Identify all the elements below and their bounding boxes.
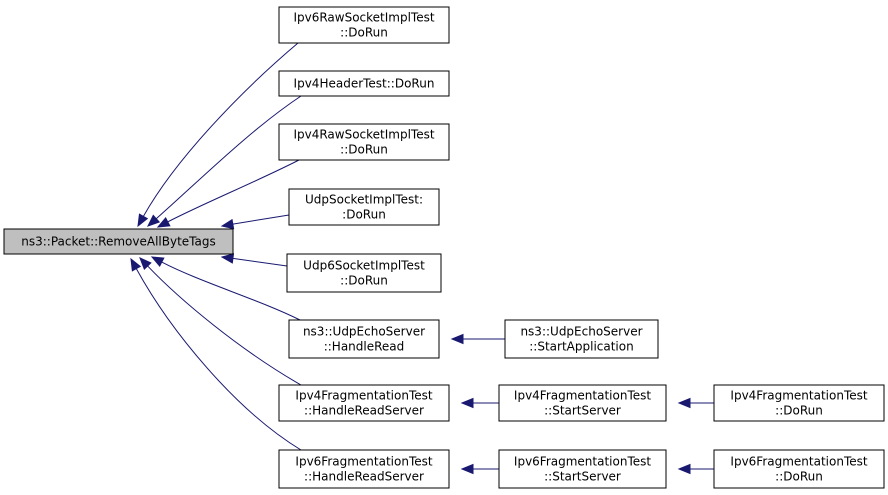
node-label: Ipv4FragmentationTest: [514, 389, 651, 403]
node-box: [504, 319, 659, 359]
node-label: Ipv6FragmentationTest: [295, 455, 432, 469]
edge-n9-to-n8: [460, 397, 499, 409]
function-node[interactable]: Ipv4FragmentationTest::StartServer: [498, 384, 667, 422]
node-box: [278, 123, 450, 161]
node-label: ::HandleReadServer: [304, 470, 424, 484]
function-node[interactable]: Ipv6FragmentationTest::DoRun: [713, 449, 885, 489]
edge-line: [135, 268, 302, 451]
node-label: :DoRun: [342, 208, 386, 222]
function-node[interactable]: Ipv4FragmentationTest::DoRun: [713, 384, 885, 422]
node-box: [278, 6, 450, 44]
node-box: [713, 449, 885, 489]
node-box: [288, 188, 440, 226]
arrowhead-icon: [147, 214, 161, 227]
node-box: [278, 70, 450, 97]
node-label: Ipv4RawSocketImplTest: [293, 128, 434, 142]
function-node[interactable]: Ipv6RawSocketImplTest::DoRun: [278, 6, 450, 44]
edge-line: [167, 159, 300, 223]
edge-n2-to-root: [147, 95, 302, 227]
function-node[interactable]: Ipv6FragmentationTest::HandleReadServer: [278, 449, 450, 489]
node-label: Ipv6FragmentationTest: [730, 455, 867, 469]
node-label: Udp6SocketImplTest: [303, 259, 425, 273]
edge-n7-to-n6: [450, 333, 505, 345]
edge-line: [161, 261, 301, 321]
node-box: [286, 253, 442, 293]
arrowhead-icon: [460, 397, 474, 409]
edge-line: [232, 214, 290, 225]
edge-n1-to-root: [137, 42, 299, 228]
node-label: Ipv4FragmentationTest: [295, 389, 432, 403]
node-label: ::StartApplication: [529, 340, 633, 354]
node-label: ::DoRun: [775, 470, 823, 484]
edge-n13-to-n12: [677, 463, 714, 475]
arrowhead-icon: [677, 463, 691, 475]
node-label: ::HandleReadServer: [304, 404, 424, 418]
node-label: ns3::UdpEchoServer: [520, 325, 642, 339]
function-node[interactable]: ns3::UdpEchoServer::StartApplication: [504, 319, 659, 359]
node-box: [278, 449, 450, 489]
node-label: ::DoRun: [775, 404, 823, 418]
node-label: ::DoRun: [340, 26, 388, 40]
arrowhead-icon: [139, 257, 152, 270]
node-box: [288, 319, 440, 359]
edge-line: [147, 265, 302, 386]
arrowhead-icon: [220, 253, 235, 264]
node-label: ::DoRun: [340, 274, 388, 288]
edge-n8-to-root: [139, 257, 302, 386]
edge-n12-to-n11: [460, 463, 499, 475]
edge-line: [142, 42, 299, 217]
edge-n4-to-root: [220, 214, 290, 230]
node-label: Ipv4FragmentationTest: [730, 389, 867, 403]
function-node[interactable]: UdpSocketImplTest::DoRun: [288, 188, 440, 226]
function-node[interactable]: Ipv4HeaderTest::DoRun: [278, 70, 450, 97]
edge-n3-to-root: [156, 159, 300, 228]
node-label: Ipv6FragmentationTest: [514, 455, 651, 469]
arrowhead-icon: [450, 333, 464, 345]
node-label: ::DoRun: [340, 143, 388, 157]
root-node: ns3::Packet::RemoveAllByteTags: [3, 228, 234, 255]
arrowhead-icon: [460, 463, 474, 475]
edge-line: [155, 95, 302, 220]
arrowhead-icon: [150, 256, 165, 267]
node-label: ::StartServer: [544, 470, 621, 484]
node-box: [498, 384, 667, 422]
edge-n11-to-root: [130, 257, 302, 451]
node-label: ns3::UdpEchoServer: [303, 325, 425, 339]
node-box: [278, 384, 450, 422]
node-label: UdpSocketImplTest:: [305, 193, 423, 207]
nodes-layer: ns3::Packet::RemoveAllByteTags Ipv6RawSoc…: [3, 6, 885, 489]
node-box: [713, 384, 885, 422]
function-node[interactable]: Ipv4RawSocketImplTest::DoRun: [278, 123, 450, 161]
node-box: [3, 228, 234, 255]
arrowhead-icon: [220, 218, 235, 230]
function-node[interactable]: Udp6SocketImplTest::DoRun: [286, 253, 442, 293]
arrowhead-icon: [156, 217, 171, 228]
arrowhead-icon: [137, 213, 149, 228]
edge-line: [232, 257, 288, 267]
function-node[interactable]: ns3::UdpEchoServer::HandleRead: [288, 319, 440, 359]
node-box: [498, 449, 667, 489]
arrowhead-icon: [677, 397, 691, 409]
node-label: Ipv4HeaderTest::DoRun: [294, 77, 435, 91]
node-label: Ipv6RawSocketImplTest: [293, 11, 434, 25]
function-node[interactable]: Ipv4FragmentationTest::HandleReadServer: [278, 384, 450, 422]
node-label: ::HandleRead: [324, 340, 405, 354]
edge-n5-to-root: [220, 253, 288, 267]
arrowhead-icon: [130, 257, 142, 272]
edges-layer: [130, 42, 714, 475]
edge-n10-to-n9: [677, 397, 714, 409]
edge-n6-to-root: [150, 256, 301, 321]
node-label: ::StartServer: [544, 404, 621, 418]
function-node[interactable]: Ipv6FragmentationTest::StartServer: [498, 449, 667, 489]
node-label: ns3::Packet::RemoveAllByteTags: [21, 235, 215, 249]
